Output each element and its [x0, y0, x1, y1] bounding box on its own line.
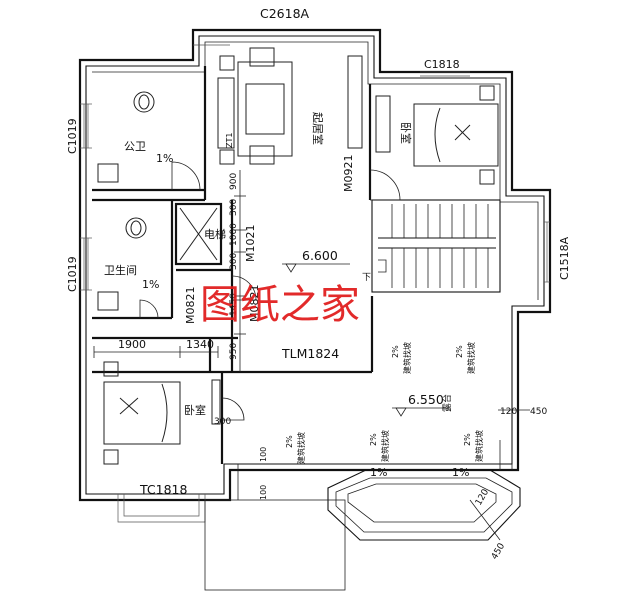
dim-300-c: 300 [214, 417, 231, 427]
room-terrace: 露台 [441, 394, 453, 412]
dim-100-b: 100 [259, 485, 268, 500]
window-label-left-lower: C1019 [66, 256, 79, 292]
slope-note-2-pct: 2% [455, 345, 464, 358]
slope-terrace-right: 1% [452, 466, 469, 479]
slope-bathroom: 1% [142, 278, 159, 291]
slope-terrace-left: 1% [370, 466, 387, 479]
room-bedroom-right: 卧室 [399, 122, 413, 144]
level-marker-terrace [392, 407, 450, 417]
dim-120-right: 120 [500, 407, 517, 417]
dim-900: 900 [229, 173, 239, 190]
dim-300-b: 300 [229, 253, 239, 270]
door-m0821-a: M0821 [184, 287, 197, 325]
terrace-bay [204, 430, 521, 591]
slope-public-bath: 1% [156, 152, 173, 165]
dimension-lines [93, 170, 530, 541]
slope-note-4-text: 建筑找坡 [474, 430, 484, 462]
door-m0821-b: M0821 [248, 285, 261, 323]
room-living: 起居室 [311, 112, 325, 145]
level-marker-main [282, 263, 350, 273]
dim-950: 950 [229, 343, 239, 360]
stair-down: 下 [362, 273, 371, 283]
room-bathroom: 卫生间 [104, 263, 137, 277]
slope-note-1-text: 建筑找坡 [402, 342, 412, 374]
slope-note-3-text: 建筑找坡 [380, 430, 390, 462]
slope-note-2-text: 建筑找坡 [466, 342, 476, 374]
dim-300-a: 300 [229, 199, 239, 216]
dim-1450: 1450 [229, 293, 239, 316]
dim-1900: 1900 [118, 338, 146, 351]
slope-note-5-pct: 2% [285, 435, 294, 448]
room-elevator: 电梯 [204, 228, 226, 241]
slope-note-5-text: 建筑找坡 [296, 432, 306, 464]
slope-note-5: 2% 建筑找坡 [285, 432, 306, 464]
room-public-bath: 公卫 [124, 140, 146, 153]
slope-note-3: 2% 建筑找坡 [369, 430, 390, 462]
window-label-left-upper: C1019 [66, 118, 79, 154]
level-main: 6.600 [302, 248, 338, 263]
room-bedroom-left: 卧室 [184, 403, 206, 417]
door-m0921: M0921 [342, 155, 355, 193]
slope-note-1: 2% 建筑找坡 [391, 342, 412, 374]
dim-450-right: 450 [530, 407, 547, 417]
slope-note-1-pct: 2% [391, 345, 400, 358]
staircase [378, 204, 496, 288]
doors [139, 161, 401, 421]
dim-100-a: 100 [259, 447, 268, 462]
slope-note-4: 2% 建筑找坡 [463, 430, 484, 462]
door-m1021: M1021 [244, 225, 257, 263]
slope-note-2: 2% 建筑找坡 [455, 342, 476, 374]
level-terrace: 6.550 [408, 392, 444, 407]
slope-note-3-pct: 2% [369, 433, 378, 446]
window-label-bottom: TC1818 [139, 482, 187, 497]
furniture [97, 47, 499, 465]
window-label-bedroom-top: C1818 [424, 58, 460, 71]
slope-note-4-pct: 2% [463, 433, 472, 446]
sliding-door-label: TLM1824 [281, 346, 339, 361]
window-label-right: C1518A [558, 236, 571, 280]
watermark: 图纸之家 [200, 282, 360, 328]
dim-1340: 1340 [186, 338, 214, 351]
dim-1000: 1000 [229, 223, 239, 246]
outer-walls [78, 28, 552, 502]
zt-label: ZT1 [225, 133, 234, 148]
dim-450-bay: 450 [490, 541, 507, 561]
window-label-top: C2618A [260, 6, 310, 21]
